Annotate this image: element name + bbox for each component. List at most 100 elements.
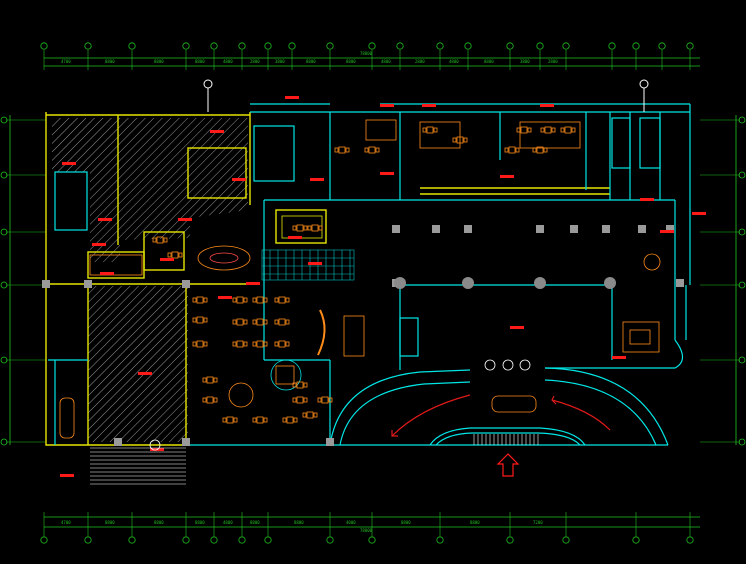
red-annotation bbox=[422, 104, 436, 107]
stairs bbox=[90, 434, 539, 485]
chair bbox=[532, 147, 537, 153]
cafe-table bbox=[456, 136, 464, 144]
dimension-label: 8800 bbox=[401, 520, 411, 525]
dimension-label: 4700 bbox=[61, 520, 71, 525]
cafe-table bbox=[236, 296, 244, 304]
chair bbox=[213, 397, 218, 403]
dimension-label: 8800 bbox=[154, 520, 164, 525]
grid-bubble bbox=[326, 536, 334, 544]
red-annotation bbox=[218, 296, 232, 299]
column bbox=[182, 438, 190, 446]
grid-bubble bbox=[238, 42, 246, 50]
grid-bubble bbox=[368, 536, 376, 544]
column bbox=[602, 225, 610, 233]
red-annotation bbox=[160, 258, 174, 261]
chair bbox=[213, 377, 218, 383]
dimension-label: 4700 bbox=[61, 59, 71, 64]
cafe-table bbox=[278, 318, 286, 326]
grid-bubble bbox=[536, 42, 544, 50]
chair bbox=[303, 397, 308, 403]
dimension-label: 2800 bbox=[415, 59, 425, 64]
chair bbox=[345, 147, 350, 153]
chair bbox=[192, 297, 197, 303]
grid-bubble bbox=[632, 536, 640, 544]
red-annotation bbox=[510, 326, 524, 329]
chair bbox=[192, 317, 197, 323]
cafe-table bbox=[296, 396, 304, 404]
red-annotation bbox=[138, 372, 152, 375]
hatched-areas bbox=[52, 118, 248, 442]
cafe-table bbox=[236, 340, 244, 348]
grid-bubble bbox=[84, 536, 92, 544]
grid-bubble bbox=[40, 42, 48, 50]
chair bbox=[334, 147, 339, 153]
dimension-label: 8800 bbox=[154, 59, 164, 64]
grid-bubble bbox=[562, 536, 570, 544]
red-annotation bbox=[92, 243, 106, 246]
cafe-table bbox=[286, 416, 294, 424]
column bbox=[42, 280, 50, 288]
grid-bubble bbox=[264, 42, 272, 50]
annotation-marks bbox=[60, 96, 706, 477]
chair bbox=[504, 147, 509, 153]
cafe-table bbox=[508, 146, 516, 154]
cafe-table bbox=[196, 340, 204, 348]
top-total-dimension: 78800 bbox=[360, 51, 373, 56]
chair bbox=[202, 377, 207, 383]
cafe-table bbox=[564, 126, 572, 134]
grid-bubble bbox=[182, 536, 190, 544]
chair bbox=[263, 297, 268, 303]
chair bbox=[233, 417, 238, 423]
red-annotation bbox=[380, 104, 394, 107]
grid-bubble bbox=[686, 42, 694, 50]
grid-bubble bbox=[632, 42, 640, 50]
grid-bubble bbox=[238, 536, 246, 544]
dimension-label: 4000 bbox=[346, 520, 356, 525]
chair bbox=[282, 417, 287, 423]
chair bbox=[178, 252, 183, 258]
chair bbox=[152, 237, 157, 243]
red-annotation bbox=[210, 130, 224, 133]
cafe-table bbox=[296, 381, 304, 389]
revolving-doors bbox=[149, 359, 531, 451]
walls-yellow bbox=[45, 112, 610, 446]
bottom-grid-bubbles bbox=[40, 512, 694, 544]
cafe-table bbox=[256, 416, 264, 424]
cafe-table bbox=[306, 411, 314, 419]
column bbox=[182, 280, 190, 288]
chair bbox=[543, 147, 548, 153]
cafe-table bbox=[321, 396, 329, 404]
red-annotation bbox=[692, 212, 706, 215]
chair bbox=[303, 225, 308, 231]
cafe-table bbox=[311, 224, 319, 232]
column bbox=[666, 225, 674, 233]
dimension-label: 8800 bbox=[195, 520, 205, 525]
cafe-table bbox=[536, 146, 544, 154]
grid-bubble bbox=[210, 42, 218, 50]
red-annotation bbox=[62, 162, 76, 165]
chair bbox=[285, 297, 290, 303]
chair bbox=[243, 319, 248, 325]
dimension-label: 8800 bbox=[470, 520, 480, 525]
grid-bubble bbox=[326, 42, 334, 50]
red-annotation bbox=[380, 172, 394, 175]
dimension-label: 8800 bbox=[346, 59, 356, 64]
chair bbox=[551, 127, 556, 133]
chair bbox=[516, 127, 521, 133]
side-grid-bubbles bbox=[0, 116, 746, 446]
chair bbox=[263, 341, 268, 347]
chair bbox=[422, 127, 427, 133]
column bbox=[536, 225, 544, 233]
chair bbox=[285, 319, 290, 325]
cafe-table bbox=[278, 296, 286, 304]
circulation-arrows bbox=[391, 394, 611, 437]
column bbox=[638, 225, 646, 233]
chair bbox=[292, 382, 297, 388]
chair bbox=[302, 412, 307, 418]
chair bbox=[232, 297, 237, 303]
dimension-label: 8800 bbox=[105, 520, 115, 525]
dimension-label: 7200 bbox=[533, 520, 543, 525]
dimension-label: 8800 bbox=[306, 59, 316, 64]
grid-bubble bbox=[608, 42, 616, 50]
